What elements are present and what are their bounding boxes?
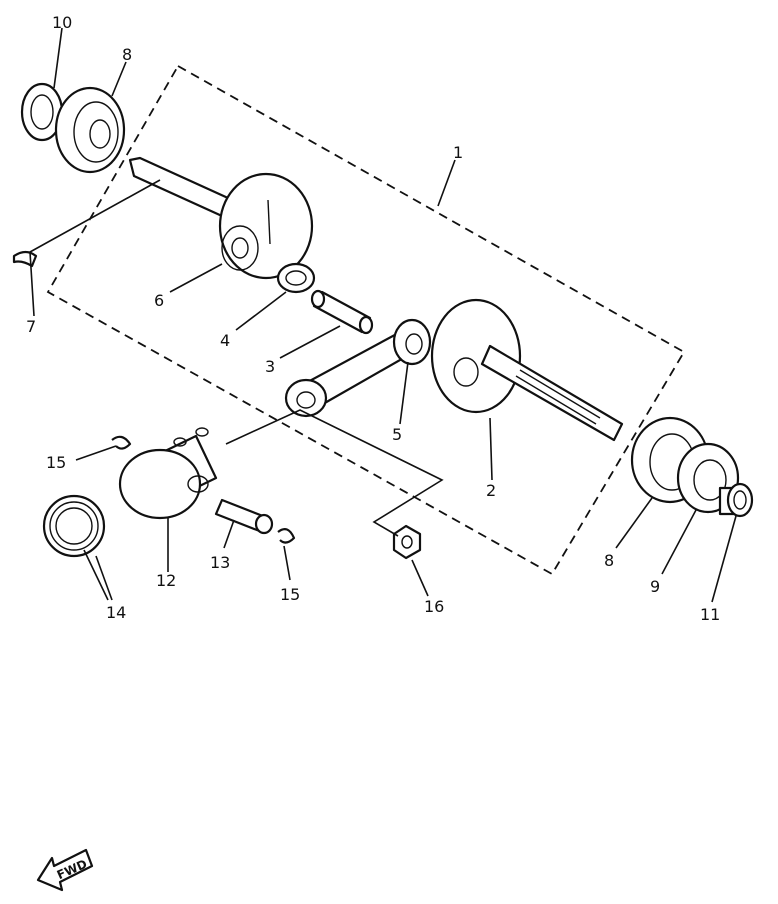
callout-9: 9 (650, 577, 660, 596)
callout-15a: 15 (46, 453, 66, 472)
callout-14: 14 (106, 603, 126, 622)
callout-13: 13 (210, 553, 230, 572)
leader-14b (95, 555, 113, 601)
callout-6: 6 (154, 291, 164, 310)
piston-ring-set-part (42, 494, 106, 558)
callout-3: 3 (265, 357, 275, 376)
callout-5: 5 (392, 425, 402, 444)
callout-12: 12 (156, 571, 176, 590)
callout-15b: 15 (280, 585, 300, 604)
leader-pin-to-rod (225, 409, 444, 537)
leader-7 (29, 179, 161, 317)
piston-pin-part (214, 498, 274, 535)
leader-5 (399, 361, 409, 425)
connecting-rod-part (284, 318, 432, 418)
fwd-arrow-icon: FWD (36, 848, 94, 892)
callout-1: 1 (453, 143, 463, 162)
bearing-left-part (54, 86, 126, 174)
leader-14a (83, 549, 109, 601)
callout-8b: 8 (604, 551, 614, 570)
woodruff-key-part (12, 250, 38, 268)
leader-6 (169, 263, 223, 293)
callout-2: 2 (486, 481, 496, 500)
leader-2 (489, 417, 493, 481)
leader-15a (75, 445, 117, 461)
needle-bearing-part (276, 262, 316, 294)
leader-15b (283, 545, 291, 581)
circlip-left-part (111, 435, 132, 450)
leader-16 (411, 559, 429, 597)
circlip-right-part (277, 528, 296, 544)
crank-half-right-part (430, 298, 624, 442)
leader-4 (235, 291, 287, 331)
collar-part (718, 482, 754, 518)
callout-4: 4 (220, 331, 230, 350)
crankshaft-assembly-boundary (46, 64, 686, 576)
callout-7: 7 (26, 317, 36, 336)
callout-11: 11 (700, 605, 720, 624)
leader-11 (711, 515, 737, 603)
leader-13 (223, 519, 235, 549)
callout-8a: 8 (122, 45, 132, 64)
leader-10 (53, 27, 63, 89)
callout-16: 16 (424, 597, 444, 616)
crank-pin-part (310, 289, 374, 335)
leader-1 (437, 159, 456, 207)
callout-10: 10 (52, 13, 72, 32)
nut-part (392, 524, 422, 560)
leader-8b (615, 497, 653, 549)
leader-8a (111, 61, 127, 97)
leader-9 (661, 509, 697, 575)
crank-half-left-part (128, 156, 314, 280)
leader-3 (279, 325, 341, 359)
piston-part (118, 427, 218, 520)
